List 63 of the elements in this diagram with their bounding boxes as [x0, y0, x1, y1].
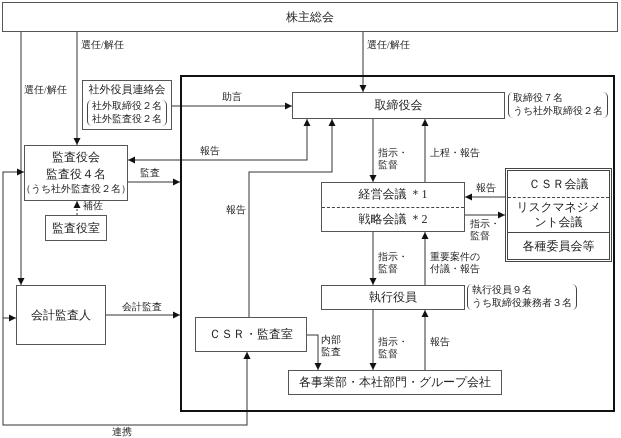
edge-label: 報告	[430, 337, 450, 349]
node-label: 各事業部・本社部門・グループ会社	[299, 375, 491, 390]
arrow	[128, 178, 180, 186]
node-label: 監査役４名	[46, 167, 106, 182]
edge-label: 重要案件の付議・報告	[430, 252, 483, 276]
arrow	[106, 312, 180, 318]
node-label: 社外役員連絡会	[88, 84, 166, 98]
arrow	[18, 32, 24, 286]
process-box	[24, 145, 128, 201]
process-box	[292, 92, 505, 119]
node-note: 執行役員９名うち取締役兼務者３名	[467, 284, 577, 310]
arrow	[464, 212, 506, 218]
arrow	[422, 118, 428, 182]
node-label: ＣＳＲ・監査室	[209, 327, 293, 342]
edge-label: 報告	[226, 205, 246, 217]
arrow	[370, 118, 376, 182]
node-label: 株主総会	[286, 10, 334, 24]
edge-label: 報告	[476, 183, 496, 195]
process-box	[288, 370, 502, 395]
node-label: 各種委員会等	[522, 238, 596, 254]
edge-label: 選任/解任	[367, 40, 410, 52]
node-label: 執行役員	[369, 290, 417, 305]
process-box	[16, 285, 106, 345]
arrow	[74, 200, 80, 216]
process-box	[321, 182, 465, 232]
node-label: ＣＳＲ会議	[528, 176, 590, 192]
process-box	[195, 317, 307, 352]
node-label: （うち社外監査役２名）	[21, 184, 131, 196]
edge-label: 助言	[222, 92, 242, 104]
node-label: 会計監査人	[31, 308, 91, 322]
edge-label: 会計監査	[122, 302, 162, 314]
process-box	[82, 80, 172, 130]
node-label: 監査役会	[52, 150, 100, 165]
edge-label: 監査	[140, 168, 160, 180]
arrow	[248, 118, 336, 318]
node-note: 取締役７名うち社外取締役２名	[508, 92, 608, 118]
node-label: リスクマネジメント会議	[516, 200, 602, 230]
arrow	[172, 102, 292, 110]
process-box	[2, 2, 618, 32]
node-label: 監査役室	[52, 220, 100, 236]
arrow	[422, 310, 428, 370]
node-label: 経営会議 ＊1	[358, 187, 428, 202]
edge-label: 連携	[112, 427, 132, 438]
process-box	[321, 285, 465, 310]
arrow	[464, 194, 506, 200]
edge-label: 補佐	[83, 201, 103, 213]
edge-label: 選任/解任	[24, 85, 67, 97]
arrow	[422, 232, 428, 286]
node-label: 社外取締役２名社外監査役２名	[87, 100, 167, 126]
node-label: 戦略会議 ＊2	[358, 212, 428, 227]
arrow	[2, 314, 250, 426]
arrow	[128, 118, 310, 164]
arrow	[370, 310, 376, 370]
edge-label: 選任/解任	[81, 40, 124, 52]
arrow	[360, 32, 366, 92]
node-label: 取締役会	[374, 98, 422, 113]
arrow	[306, 334, 322, 370]
edge-label: 報告	[200, 146, 220, 158]
process-box	[45, 215, 107, 241]
process-box	[505, 168, 612, 262]
arrow	[74, 32, 80, 146]
edge-label: 上程・報告	[430, 148, 480, 160]
arrow	[370, 232, 376, 286]
